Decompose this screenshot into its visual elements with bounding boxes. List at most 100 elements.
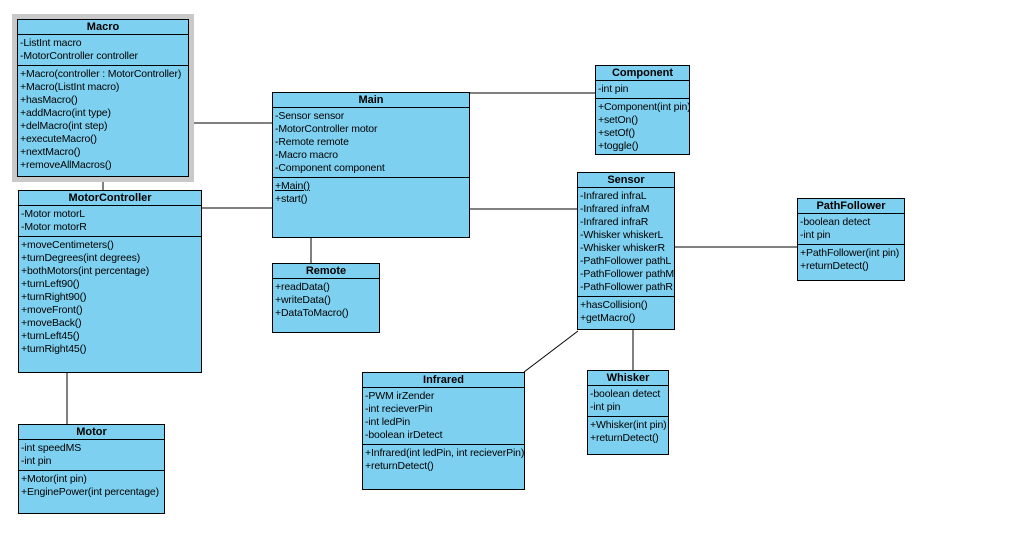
class-method: +setOf(): [598, 127, 636, 139]
class-method: +readData(): [275, 281, 330, 293]
class-method: +executeMacro(): [20, 133, 97, 145]
class-method: +returnDetect(): [800, 260, 869, 272]
class-name-main: Main: [273, 93, 469, 108]
class-methods-motor: +Motor(int pin)+EnginePower(int percenta…: [19, 471, 164, 513]
class-box-motorcontroller[interactable]: MotorController-Motor motorL-Motor motor…: [18, 190, 202, 373]
class-name-sensor: Sensor: [578, 173, 674, 188]
class-name-whisker: Whisker: [588, 371, 668, 386]
class-attribute: -int recieverPin: [365, 403, 433, 415]
class-attribute: -Infrared infraM: [580, 203, 650, 215]
class-attribute: -MotorController controller: [20, 50, 138, 62]
class-method: +turnRight45(): [21, 343, 87, 355]
class-box-infrared[interactable]: Infrared-PWM irZender-int recieverPin-in…: [362, 372, 525, 490]
class-method: +Motor(int pin): [21, 473, 87, 485]
class-method: +toggle(): [598, 140, 639, 152]
class-attribute: -Motor motorR: [21, 221, 87, 233]
class-attributes-whisker: -boolean detect-int pin: [588, 386, 668, 417]
class-method: +returnDetect(): [590, 432, 659, 444]
class-box-sensor[interactable]: Sensor -Infrared infraL-Infrared infraM-I…: [577, 172, 675, 330]
class-methods-sensor: +hasCollision()+getMacro(): [578, 297, 674, 329]
class-attribute: -int pin: [21, 455, 52, 467]
class-attributes-pathfollower: -boolean detect-int pin: [798, 214, 904, 245]
class-name-pathfollower: PathFollower: [798, 199, 904, 214]
class-attribute: -PathFollower pathL: [580, 255, 672, 267]
class-method: +moveFront(): [21, 304, 83, 316]
class-name-infrared: Infrared: [363, 373, 524, 388]
class-method: +hasCollision(): [580, 299, 648, 311]
class-attribute: -Sensor sensor: [275, 110, 345, 122]
class-method: +Infrared(int ledPin, int recieverPin): [365, 447, 525, 459]
class-method: +Macro(ListInt macro): [20, 81, 120, 93]
class-name-motor: Motor: [19, 425, 164, 440]
class-attributes-macro: -ListInt macro-MotorController controlle…: [18, 35, 188, 66]
class-box-component[interactable]: Component-int pin+Component(int pin)+set…: [595, 65, 690, 155]
class-attributes-main: -Sensor sensor-MotorController motor-Rem…: [273, 108, 469, 178]
class-methods-macro: +Macro(controller : MotorController)+Mac…: [18, 66, 188, 176]
class-method: +removeAllMacros(): [20, 159, 112, 171]
class-attribute: -boolean detect: [590, 388, 661, 400]
class-attribute: -PWM irZender: [365, 390, 435, 402]
class-attribute: -Infrared infraL: [580, 190, 647, 202]
class-methods-component: +Component(int pin)+setOn()+setOf()+togg…: [596, 99, 690, 154]
class-method: +hasMacro(): [20, 94, 78, 106]
class-attribute: -int pin: [800, 229, 831, 241]
class-attribute: -Whisker whiskerL: [580, 229, 664, 241]
class-box-macro[interactable]: Macro-ListInt macro-MotorController cont…: [12, 14, 194, 182]
class-attribute: -int speedMS: [21, 442, 82, 454]
class-attribute: -int pin: [590, 401, 621, 413]
connector-sensor-infrared[interactable]: [523, 330, 579, 373]
class-method: +returnDetect(): [365, 460, 434, 472]
class-method: +writeData(): [275, 294, 331, 306]
class-box-remote[interactable]: Remote+readData()+writeData()+DataToMacr…: [272, 263, 380, 333]
class-attribute: -int pin: [598, 83, 629, 95]
class-method: +delMacro(int step): [20, 120, 108, 132]
class-attribute: -Macro macro: [275, 149, 338, 161]
class-method: +Main(): [275, 180, 310, 192]
class-attribute: -boolean irDetect: [365, 429, 443, 441]
class-method: +Macro(controller : MotorController): [20, 68, 182, 80]
class-name-macro: Macro: [18, 20, 188, 35]
class-box-main[interactable]: Main-Sensor sensor-MotorController motor…: [272, 92, 470, 238]
class-box-pathfollower[interactable]: PathFollower-boolean detect-int pin+Path…: [797, 198, 905, 281]
class-box-whisker[interactable]: Whisker-boolean detect-int pin+Whisker(i…: [587, 370, 669, 455]
class-method: +turnRight90(): [21, 291, 87, 303]
class-method: +DataToMacro(): [275, 307, 349, 319]
class-method: +nextMacro(): [20, 146, 81, 158]
class-methods-infrared: +Infrared(int ledPin, int recieverPin)+r…: [363, 445, 524, 489]
class-attributes-motor: -int speedMS-int pin: [19, 440, 164, 471]
class-methods-main: +Main()+start(): [273, 178, 469, 237]
class-name-motorcontroller: MotorController: [19, 191, 201, 206]
class-attribute: -Infrared infraR: [580, 216, 649, 228]
class-method: +turnDegrees(int degrees): [21, 252, 141, 264]
class-attribute: -boolean detect: [800, 216, 871, 228]
class-attribute: -Component component: [275, 162, 385, 174]
class-name-remote: Remote: [273, 264, 379, 279]
class-methods-whisker: +Whisker(int pin)+returnDetect(): [588, 417, 668, 454]
class-box-motor[interactable]: Motor-int speedMS-int pin+Motor(int pin)…: [18, 424, 165, 514]
class-attribute: -ListInt macro: [20, 37, 82, 49]
class-methods-motorcontroller: +moveCentimeters()+turnDegrees(int degre…: [19, 237, 201, 372]
class-method: +PathFollower(int pin): [800, 247, 900, 259]
class-methods-remote: +readData()+writeData()+DataToMacro(): [273, 279, 379, 332]
class-attribute: -int ledPin: [365, 416, 411, 428]
class-attribute: -PathFollower pathR: [580, 281, 673, 293]
class-method: +EnginePower(int percentage): [21, 486, 159, 498]
class-attribute: -Whisker whiskerR: [580, 242, 665, 254]
class-method: +addMacro(int type): [20, 107, 111, 119]
class-method: +Component(int pin): [598, 101, 690, 113]
class-name-component: Component: [596, 66, 689, 81]
class-attributes-motorcontroller: -Motor motorL-Motor motorR: [19, 206, 201, 237]
class-method: +getMacro(): [580, 312, 636, 324]
class-method: +moveBack(): [21, 317, 82, 329]
class-attribute: -Remote remote: [275, 136, 349, 148]
class-methods-pathfollower: +PathFollower(int pin)+returnDetect(): [798, 245, 904, 280]
class-attributes-component: -int pin: [596, 81, 689, 99]
class-method: +bothMotors(int percentage): [21, 265, 150, 277]
class-attribute: -Motor motorL: [21, 208, 85, 220]
class-method: +setOn(): [598, 114, 638, 126]
class-method: +Whisker(int pin): [590, 419, 667, 431]
class-attributes-infrared: -PWM irZender-int recieverPin-int ledPin…: [363, 388, 524, 445]
class-method: +turnLeft45(): [21, 330, 80, 342]
